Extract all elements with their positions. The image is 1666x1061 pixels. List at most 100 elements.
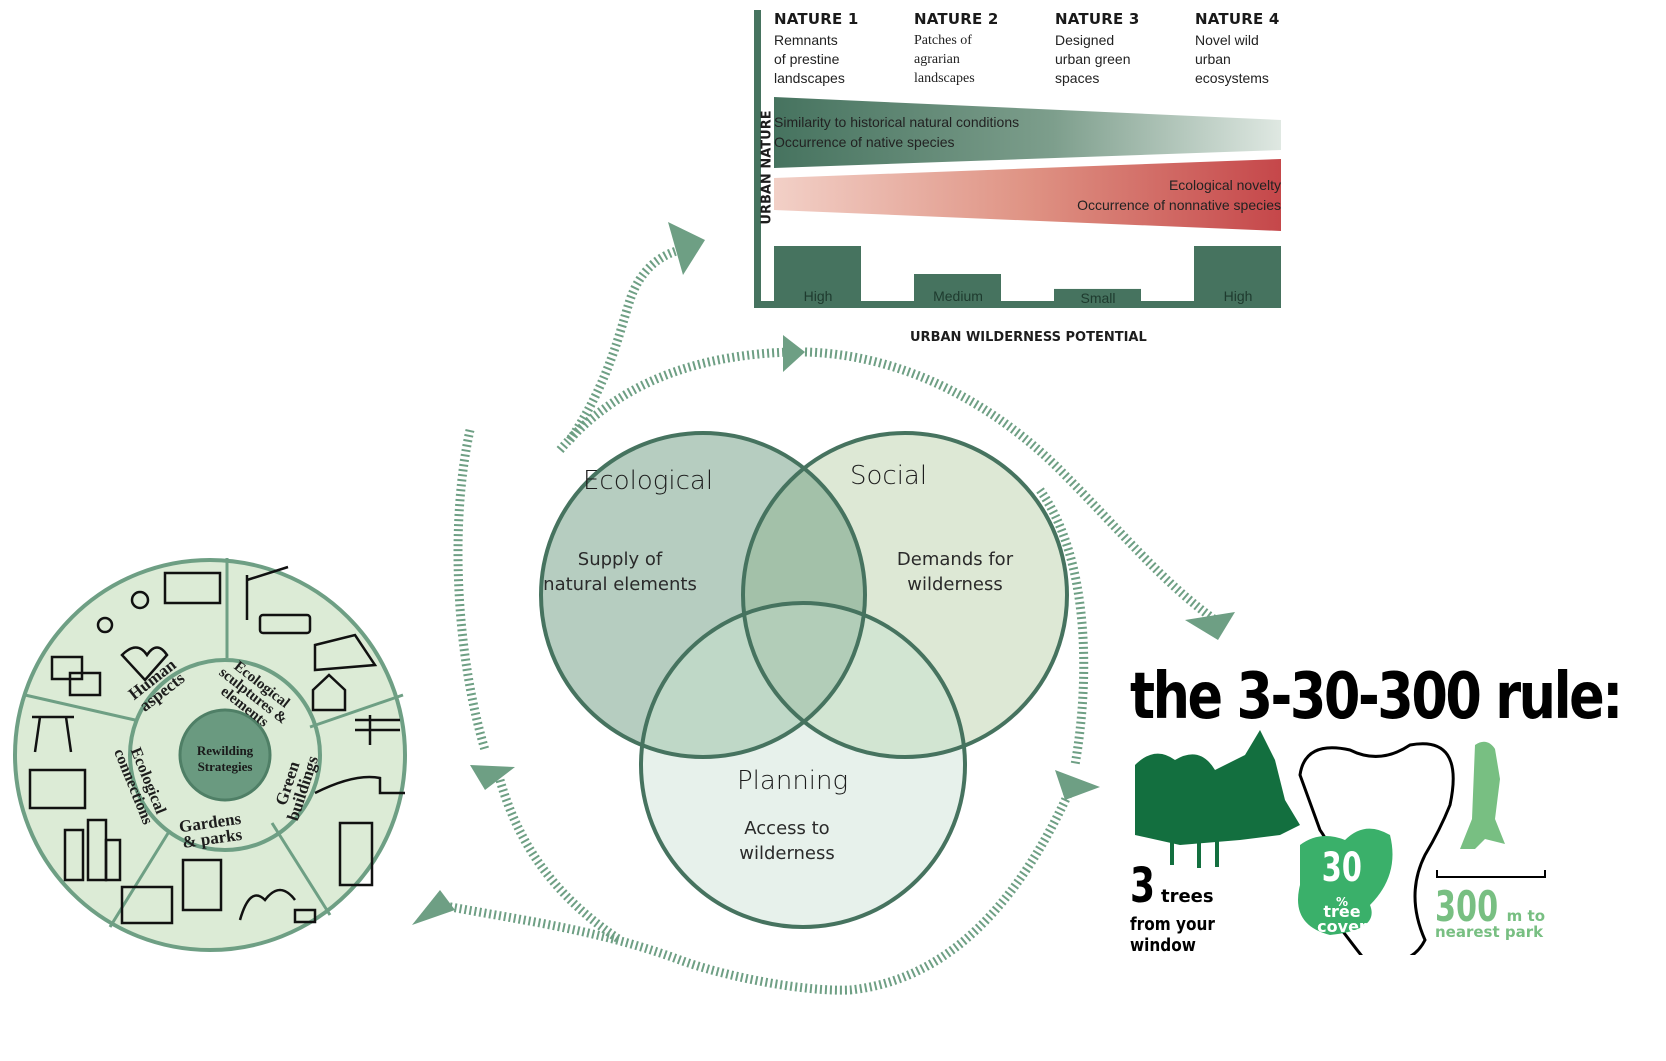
rule-text-line: window: [1130, 935, 1196, 956]
nature-1-desc-line: of prestine: [774, 51, 840, 67]
nonnative-species-wedge: [774, 159, 1281, 231]
venn-title-planning: Planning: [737, 766, 849, 796]
presentation-icon: [163, 571, 222, 605]
red-wedge-line: Ecological novelty: [1168, 177, 1281, 193]
nature-1-column: NATURE 1 Remnants of prestine landscapes: [774, 10, 914, 88]
rule-text-line: from your: [1130, 914, 1215, 935]
rule-300-park: 300 m to nearest park: [1435, 882, 1545, 940]
nature-4-heading: NATURE 4: [1195, 10, 1280, 28]
bar-label: High: [1223, 288, 1253, 304]
venn-subtitle-ecological: Supply of natural elements: [540, 547, 700, 597]
walking-person-icon: [1460, 741, 1505, 849]
wheel-divider: [24, 693, 136, 722]
fence-icon: [120, 885, 174, 925]
distance-bar-icon: [1436, 870, 1546, 878]
rule-number: 300: [1435, 882, 1499, 931]
venn-subtitle-line: Supply of: [577, 549, 663, 570]
green-wedge-line: Occurrence of native species: [774, 134, 955, 150]
rule-30-cover: 30% tree cover: [1312, 845, 1372, 936]
nature-4-desc-line: Novel wild: [1195, 32, 1259, 48]
checklist-icon: [181, 858, 223, 912]
nature-3-desc-line: Designed: [1055, 32, 1115, 48]
birdhouse-icon: [311, 673, 347, 712]
nature-4-column: NATURE 4 Novel wild urban ecosystems: [1195, 10, 1335, 88]
rule-text-line: cover: [1317, 917, 1367, 936]
wheel-divider: [309, 693, 404, 729]
rule-unit: %: [1335, 895, 1349, 909]
x-axis-line: [754, 301, 1281, 308]
bar-nature-2: [914, 274, 1001, 302]
green-wedge-text: Similarity to historical natural conditi…: [774, 112, 1019, 152]
arrowhead-icon: [412, 890, 455, 925]
rule-number: 3: [1130, 858, 1156, 914]
nature-chart-graphics: [754, 10, 1281, 308]
green-roof-slope-icon: [314, 775, 405, 795]
rewilding-wheel: [13, 558, 407, 952]
tree-cover-fill-icon: [1298, 828, 1393, 935]
nature-2-desc-line: agrarian: [914, 52, 960, 67]
venn-subtitle-line: Access to: [744, 818, 830, 839]
nature-3-heading: NATURE 3: [1055, 10, 1140, 28]
bar-label: High: [803, 288, 833, 304]
arrow-left-down-path: [495, 778, 623, 944]
rule-3-trees: 3 trees from your window: [1130, 858, 1230, 956]
arrow-left-up-path: [453, 429, 490, 752]
nature-2-desc-line: landscapes: [914, 71, 975, 86]
venn-title-social: Social: [850, 461, 928, 491]
venn-subtitle-line: natural elements: [543, 574, 697, 595]
arrow-bottom-path: [439, 788, 1075, 995]
bar-label: Medium: [933, 288, 983, 304]
green-city-icon: [63, 828, 85, 882]
rule-text-line: tree: [1323, 902, 1361, 921]
rule-text-line: nearest park: [1435, 923, 1544, 941]
wheel-center-line: Rewilding: [196, 743, 254, 758]
red-wedge-line: Occurrence of nonnative species: [1077, 197, 1281, 213]
pipes-icon: [355, 715, 400, 745]
wheel-inner-ring: [128, 658, 322, 852]
bar-nature-3: [1054, 288, 1141, 302]
urban-nature-chart: URBAN NATURE URBAN WILDERNESS POTENTIAL …: [750, 0, 1295, 345]
rule-unit: m to: [1506, 907, 1545, 925]
green-wedge-line: Similarity to historical natural conditi…: [774, 114, 1020, 130]
venn-subtitle-social: Demands for wilderness: [885, 547, 1025, 597]
nature-1-desc-line: landscapes: [774, 70, 845, 86]
arrow-to-chart-path: [566, 245, 682, 443]
venn-overlap-eco-planning: [641, 603, 865, 757]
bar-nature-4: [1194, 246, 1281, 302]
venn-overlap-social-planning: [743, 603, 965, 757]
heart-thumbs-up-icon: [120, 646, 169, 682]
venn-title-ecological: Ecological: [583, 466, 714, 496]
route-pins-icon: [96, 616, 114, 634]
wheel-center-label: Rewilding Strategies: [175, 743, 275, 775]
nature-1-heading: NATURE 1: [774, 10, 859, 28]
wheel-center-line: Strategies: [197, 759, 253, 774]
rule-text: tree cover: [1312, 902, 1372, 936]
venn-subtitle-line: wilderness: [907, 574, 1003, 595]
park-bench-trees-icon: [238, 888, 317, 924]
arrowhead-icon: [1055, 770, 1100, 800]
nature-2-column: NATURE 2 Patches of agrarian landscapes: [914, 10, 1054, 88]
bar-label: Small: [1080, 290, 1116, 306]
trees-icon: [1135, 730, 1300, 845]
red-wedge-text: Ecological novelty Occurrence of nonnati…: [1077, 175, 1281, 215]
arrowhead-icon: [783, 335, 805, 372]
rule-unit: trees: [1160, 886, 1214, 907]
wheel-center: [178, 708, 272, 802]
native-species-wedge: [774, 97, 1281, 168]
arrowhead-icon: [668, 222, 705, 275]
nature-3-desc-line: spaces: [1055, 70, 1100, 86]
bar-nature-1: [774, 246, 861, 302]
nature-3-desc-line: urban green: [1055, 51, 1131, 67]
chat-bubbles-icon: [50, 655, 84, 681]
rule-text: from your window: [1130, 914, 1215, 956]
arrow-to-rule-path: [804, 347, 1218, 624]
wheel-divider: [108, 829, 172, 928]
nature-2-desc-line: Patches of: [914, 33, 972, 48]
nature-4-desc-line: urban: [1195, 51, 1231, 67]
nature-4-desc-line: ecosystems: [1195, 70, 1269, 86]
nature-1-desc-line: Remnants: [774, 32, 838, 48]
x-axis-label: URBAN WILDERNESS POTENTIAL: [910, 330, 1147, 345]
rule-title: the 3-30-300 rule:: [1130, 660, 1623, 734]
map-icon: [28, 768, 87, 810]
